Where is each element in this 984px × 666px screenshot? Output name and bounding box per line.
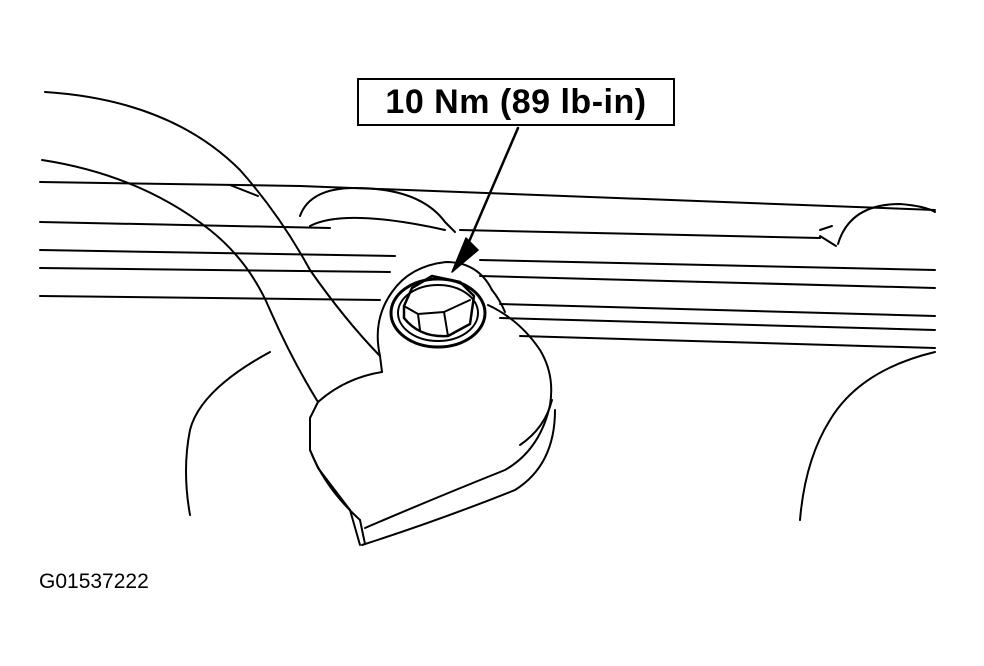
torque-spec-callout: 10 Nm (89 lb-in) [357, 78, 675, 126]
port-boss-right [819, 203, 936, 247]
lower-housing-arcs [185, 351, 936, 521]
bolt-boss [376, 261, 506, 357]
figure-id: G01537222 [39, 570, 149, 593]
torque-spec-label: 10 Nm (89 lb-in) [385, 82, 647, 121]
port-boss-left [299, 187, 456, 233]
bracket-foot-plate [309, 304, 556, 546]
hex-head-bolt-icon [389, 274, 487, 349]
manifold-rail-lines [39, 181, 936, 349]
bracket-arm [41, 91, 381, 419]
arrow-icon [451, 126, 520, 273]
